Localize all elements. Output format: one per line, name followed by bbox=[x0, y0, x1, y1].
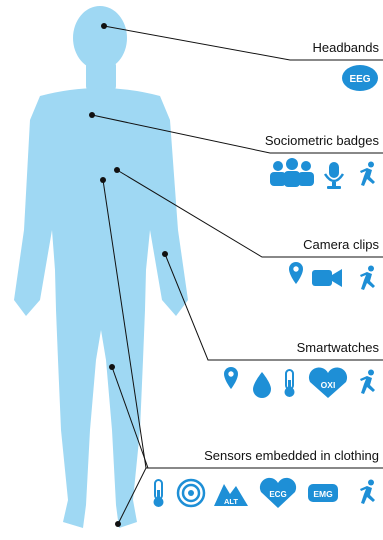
water-drop-icon bbox=[253, 372, 271, 398]
oxi-heart-icon: OXI bbox=[309, 367, 347, 398]
alt-mountain-icon: ALT bbox=[214, 484, 248, 506]
thermometer-icon bbox=[285, 370, 295, 397]
emg-badge-icon: EMG bbox=[308, 484, 338, 502]
ecg-heart-icon: ECG bbox=[260, 478, 296, 508]
thermometer-icon bbox=[154, 480, 164, 507]
dot-knee bbox=[109, 364, 115, 370]
running-person-icon bbox=[360, 266, 375, 291]
target-icon bbox=[178, 480, 204, 506]
microphone-icon bbox=[325, 162, 343, 189]
svg-text:EMG: EMG bbox=[313, 489, 333, 499]
dot-chest-left bbox=[89, 112, 95, 118]
human-body-silhouette bbox=[14, 6, 188, 528]
location-pin-icon bbox=[224, 367, 238, 389]
video-camera-icon bbox=[312, 269, 342, 287]
category-label-camera-clips: Camera clips bbox=[303, 237, 379, 252]
dot-foot bbox=[115, 521, 121, 527]
dot-wrist bbox=[162, 251, 168, 257]
dot-head bbox=[101, 23, 107, 29]
running-person-icon bbox=[360, 480, 375, 505]
running-person-icon bbox=[360, 370, 375, 395]
running-person-icon bbox=[360, 162, 375, 187]
category-label-sociometric-badges: Sociometric badges bbox=[265, 133, 379, 148]
location-pin-icon bbox=[289, 262, 303, 284]
dot-chest-right bbox=[114, 167, 120, 173]
dot-torso bbox=[100, 177, 106, 183]
svg-text:ECG: ECG bbox=[269, 490, 286, 499]
svg-text:OXI: OXI bbox=[321, 380, 336, 390]
category-label-smartwatches: Smartwatches bbox=[297, 340, 379, 355]
group-icon bbox=[270, 158, 314, 187]
svg-text:ALT: ALT bbox=[224, 497, 238, 506]
category-label-headbands: Headbands bbox=[313, 40, 380, 55]
category-label-sensors-in-clothing: Sensors embedded in clothing bbox=[204, 448, 379, 463]
eeg-badge-icon: EEG bbox=[342, 65, 378, 91]
svg-text:EEG: EEG bbox=[349, 74, 370, 85]
